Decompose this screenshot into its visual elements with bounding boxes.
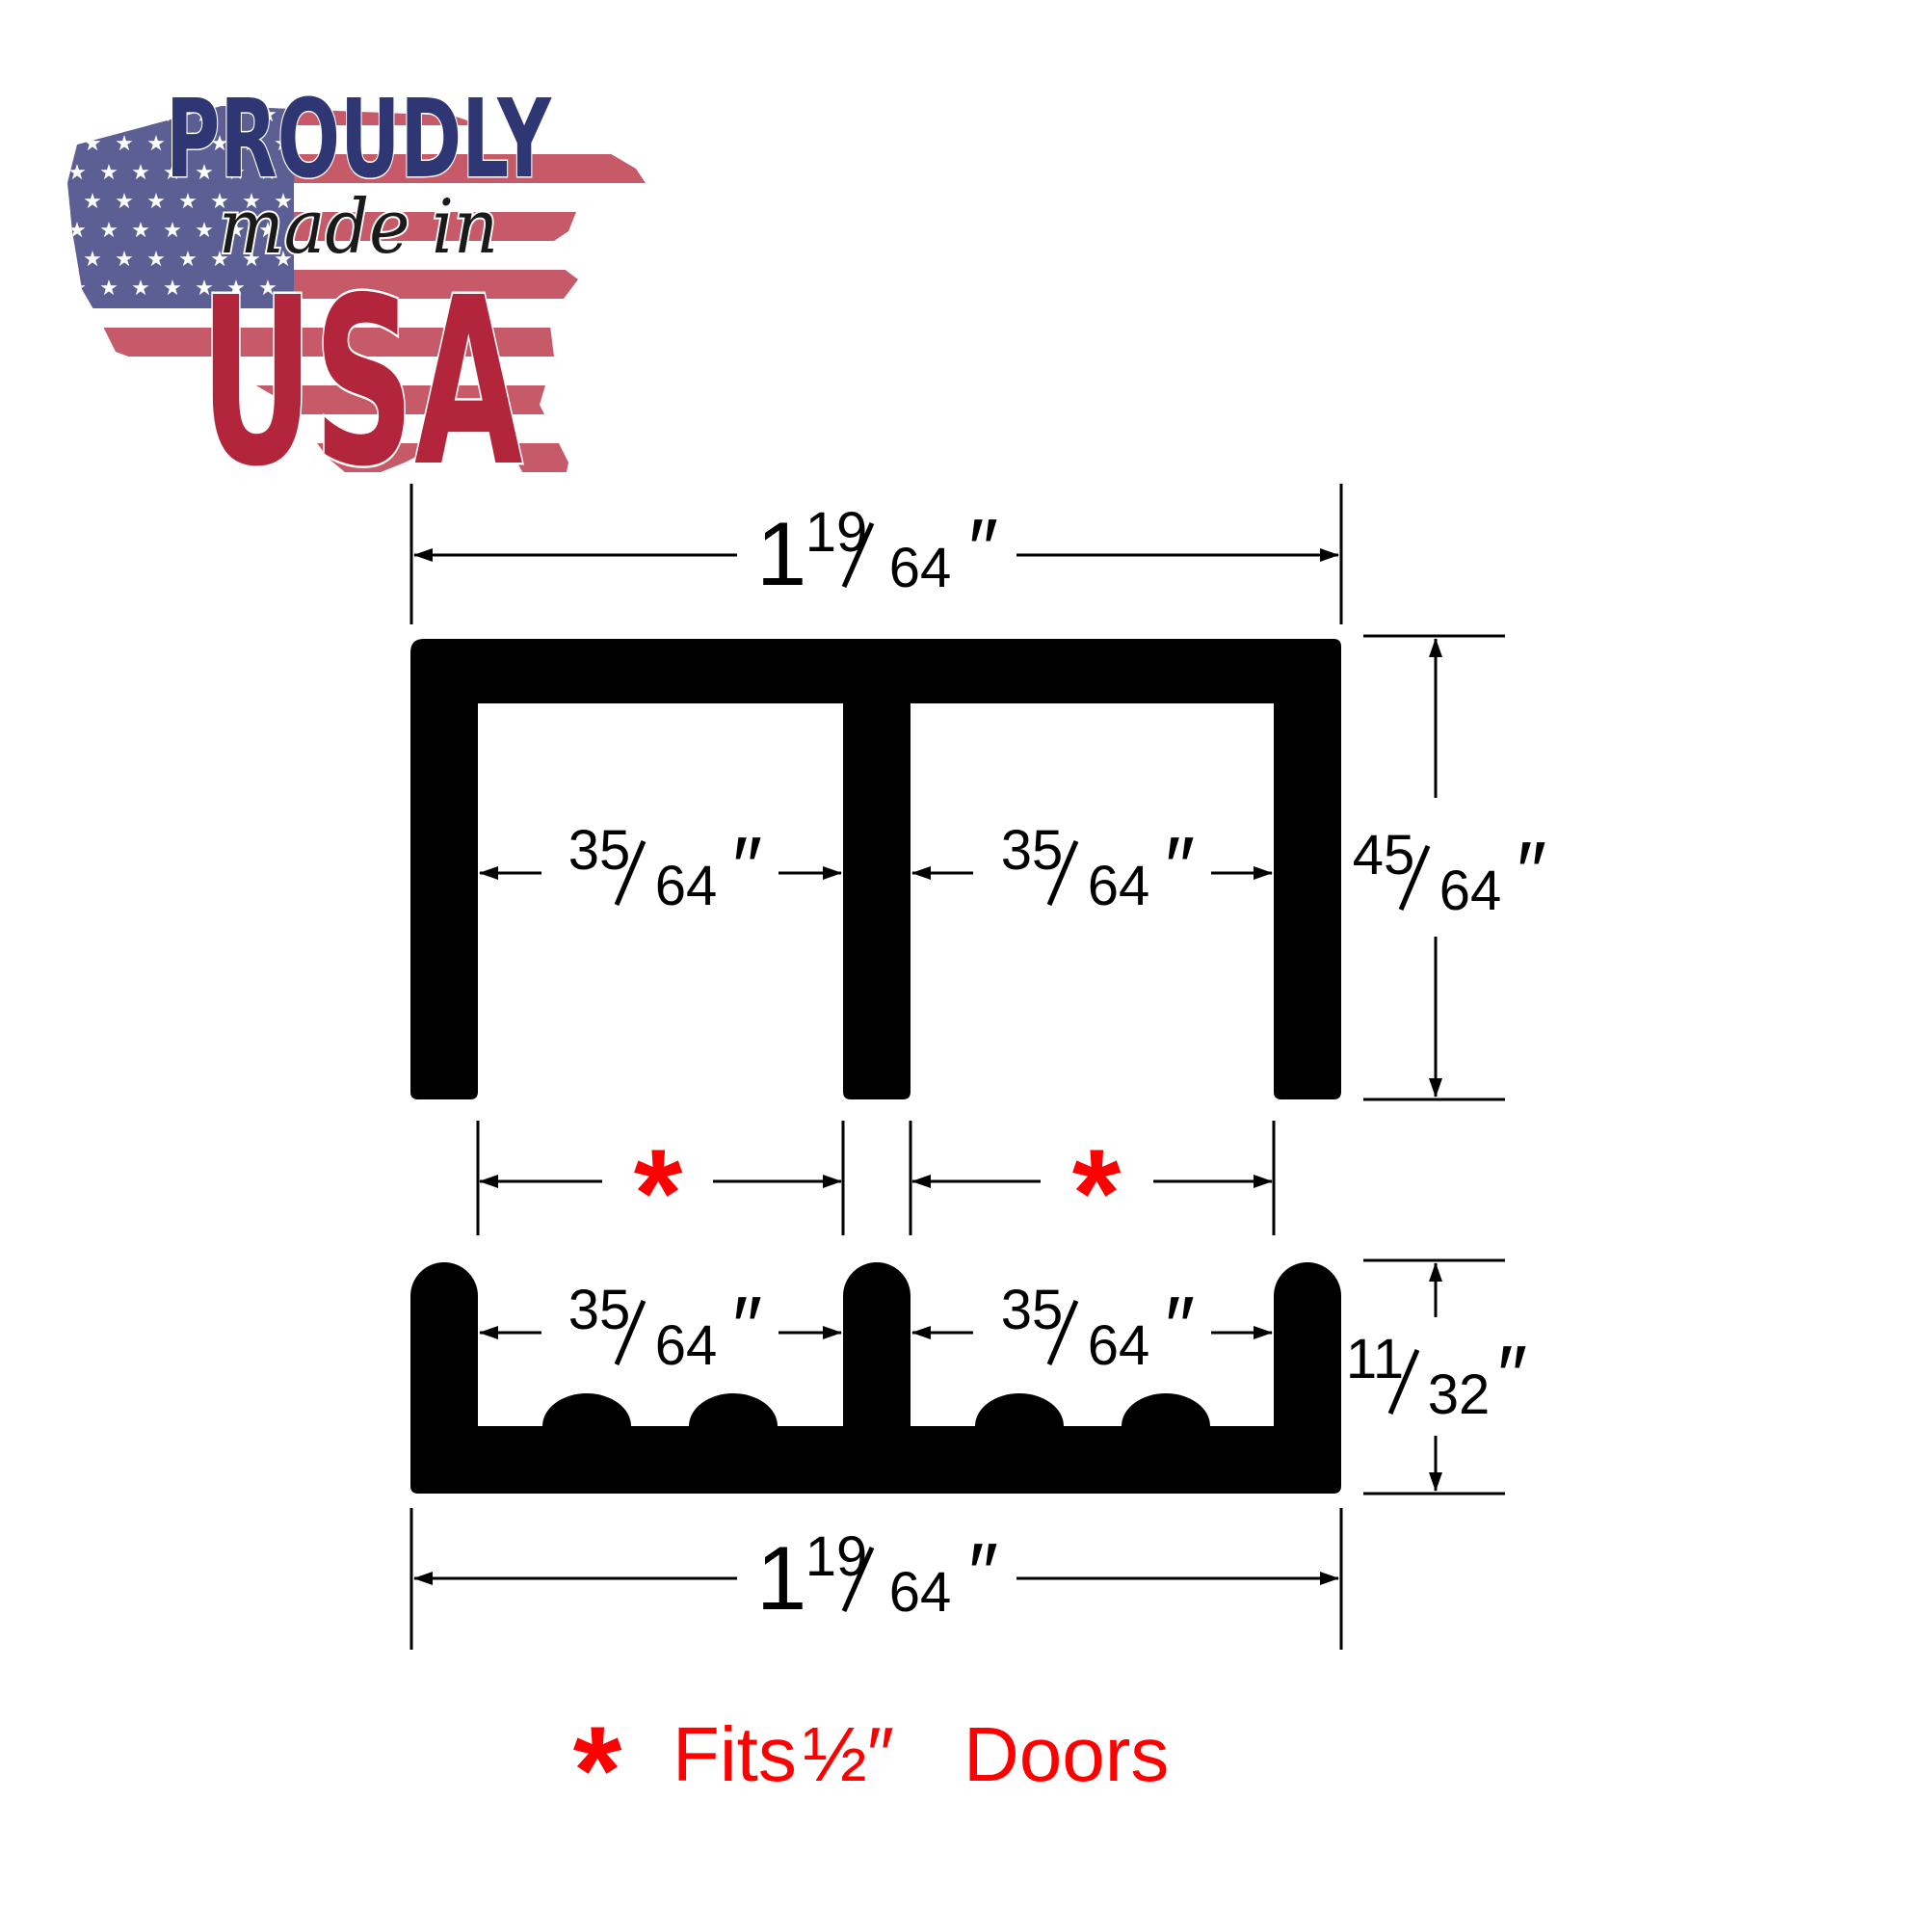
made-in-usa-logo: ★ ★ ★ ★ ★ ★ ★ ★ ★ ★ ★ ★ ★ ★ ★ ★ ★ ★ ★ ★ ★ ★ ★ ★ ★ ★ ★ ★ ★ ★ ★ ★ ★ ★ ★ ★ ★ ★ ★ ★… — [67, 76, 646, 520]
flag-star: ★ — [210, 189, 229, 213]
footnote-text-doors: Doors — [964, 1711, 1169, 1797]
flag-star: ★ — [226, 102, 246, 126]
dimension-lines — [409, 484, 1505, 1650]
flag-star: ★ — [178, 189, 198, 213]
flag-star: ★ — [67, 218, 87, 242]
label-top-channel-right: 35 64 ″ — [1001, 819, 1195, 917]
flag-star: ★ — [99, 102, 119, 126]
footnote-marker: * — [573, 1700, 622, 1840]
flag-star: ★ — [195, 160, 214, 184]
flag-stripe — [67, 328, 646, 357]
flag-star: ★ — [274, 131, 293, 155]
flag-star: ★ — [226, 218, 246, 242]
flag-star: ★ — [274, 189, 293, 213]
flag-star: ★ — [178, 131, 198, 155]
gap-marker-left: * — [634, 1123, 683, 1263]
flag-star: ★ — [146, 189, 166, 213]
flag-star: ★ — [99, 218, 119, 242]
dimension-labels: 1 19 64 ″ 35 64 ″ 35 64 ″ 45 64 ″ * — [568, 501, 1546, 1628]
flag-star: ★ — [163, 276, 182, 300]
numerator: 35 — [1001, 819, 1064, 882]
unit: ″ — [1165, 819, 1195, 914]
top-track-profile — [410, 639, 1341, 1099]
flag-star: ★ — [131, 102, 150, 126]
denominator: 64 — [655, 1314, 718, 1377]
denominator: 64 — [1088, 1314, 1150, 1377]
denominator: 64 — [889, 537, 952, 599]
label-bottom-height: 11 32 ″ — [1346, 1328, 1527, 1426]
flag-star: ★ — [99, 276, 119, 300]
logo-usa: USA — [200, 248, 523, 517]
footnote: * Fits ½″ Doors — [573, 1700, 1170, 1840]
denominator: 32 — [1428, 1363, 1491, 1426]
label-bottom-channel-right: 35 64 ″ — [1001, 1279, 1195, 1377]
flag-star: ★ — [99, 160, 119, 184]
unit: ″ — [968, 1525, 998, 1621]
unit: ″ — [1497, 1328, 1527, 1423]
unit: ″ — [1165, 1279, 1195, 1374]
flag-star: ★ — [131, 160, 150, 184]
bottom-track-profile — [410, 1262, 1341, 1494]
logo-proudly: PROUDLY — [166, 77, 552, 202]
numerator: 35 — [568, 1279, 631, 1341]
label-bottom-overall-width: 1 19 64 ″ — [756, 1525, 998, 1628]
flag-star: ★ — [210, 247, 229, 271]
logo-made-in: made in — [219, 184, 498, 271]
flag-star: ★ — [195, 218, 214, 242]
flag-star: ★ — [258, 102, 277, 126]
label-top-overall-width: 1 19 64 ″ — [756, 501, 998, 604]
denominator: 64 — [1439, 860, 1502, 922]
flag-star: ★ — [258, 160, 277, 184]
flag-star: ★ — [115, 189, 134, 213]
flag-star: ★ — [146, 131, 166, 155]
flag-star: ★ — [67, 276, 87, 300]
numerator: 35 — [1001, 1279, 1064, 1341]
footnote-fraction: ½″ — [803, 1711, 894, 1797]
unit: ″ — [732, 1279, 762, 1374]
flag-star: ★ — [258, 276, 277, 300]
flag-star: ★ — [226, 160, 246, 184]
flag-star: ★ — [67, 160, 87, 184]
whole-number: 1 — [756, 503, 806, 604]
whole-number: 1 — [756, 1527, 806, 1628]
unit: ″ — [968, 501, 998, 596]
footnote-text-fits: Fits — [673, 1711, 797, 1797]
flag-star: ★ — [258, 218, 277, 242]
label-top-height: 45 64 ″ — [1353, 824, 1546, 922]
unit: ″ — [1517, 824, 1546, 919]
unit: ″ — [732, 819, 762, 914]
flag-star: ★ — [146, 247, 166, 271]
gap-marker-right: * — [1072, 1123, 1122, 1263]
numerator: 11 — [1346, 1328, 1404, 1390]
flag-star: ★ — [131, 218, 150, 242]
label-bottom-channel-left: 35 64 ″ — [568, 1279, 762, 1377]
denominator: 64 — [889, 1561, 952, 1624]
denominator: 64 — [1088, 855, 1150, 917]
flag-star: ★ — [242, 131, 261, 155]
flag-star: ★ — [115, 247, 134, 271]
flag-star: ★ — [83, 247, 102, 271]
flag-star: ★ — [242, 247, 261, 271]
flag-star: ★ — [274, 247, 293, 271]
flag-star: ★ — [226, 276, 246, 300]
flag-star: ★ — [242, 189, 261, 213]
flag-star: ★ — [83, 131, 102, 155]
flag-star: ★ — [67, 102, 87, 126]
numerator: 45 — [1353, 824, 1415, 887]
flag-star: ★ — [131, 276, 150, 300]
flag-star: ★ — [115, 131, 134, 155]
flag-star: ★ — [178, 247, 198, 271]
flag-star: ★ — [210, 131, 229, 155]
flag-star: ★ — [83, 189, 102, 213]
us-flag-map-icon: ★ ★ ★ ★ ★ ★ ★ ★ ★ ★ ★ ★ ★ ★ ★ ★ ★ ★ ★ ★ ★ ★ ★ ★ ★ ★ ★ ★ ★ ★ ★ ★ ★ ★ ★ ★ ★ ★ ★ ★… — [67, 102, 646, 487]
numerator: 35 — [568, 819, 631, 882]
denominator: 64 — [655, 855, 718, 917]
flag-star: ★ — [163, 160, 182, 184]
flag-star: ★ — [163, 218, 182, 242]
label-top-channel-left: 35 64 ″ — [568, 819, 762, 917]
flag-star: ★ — [195, 276, 214, 300]
